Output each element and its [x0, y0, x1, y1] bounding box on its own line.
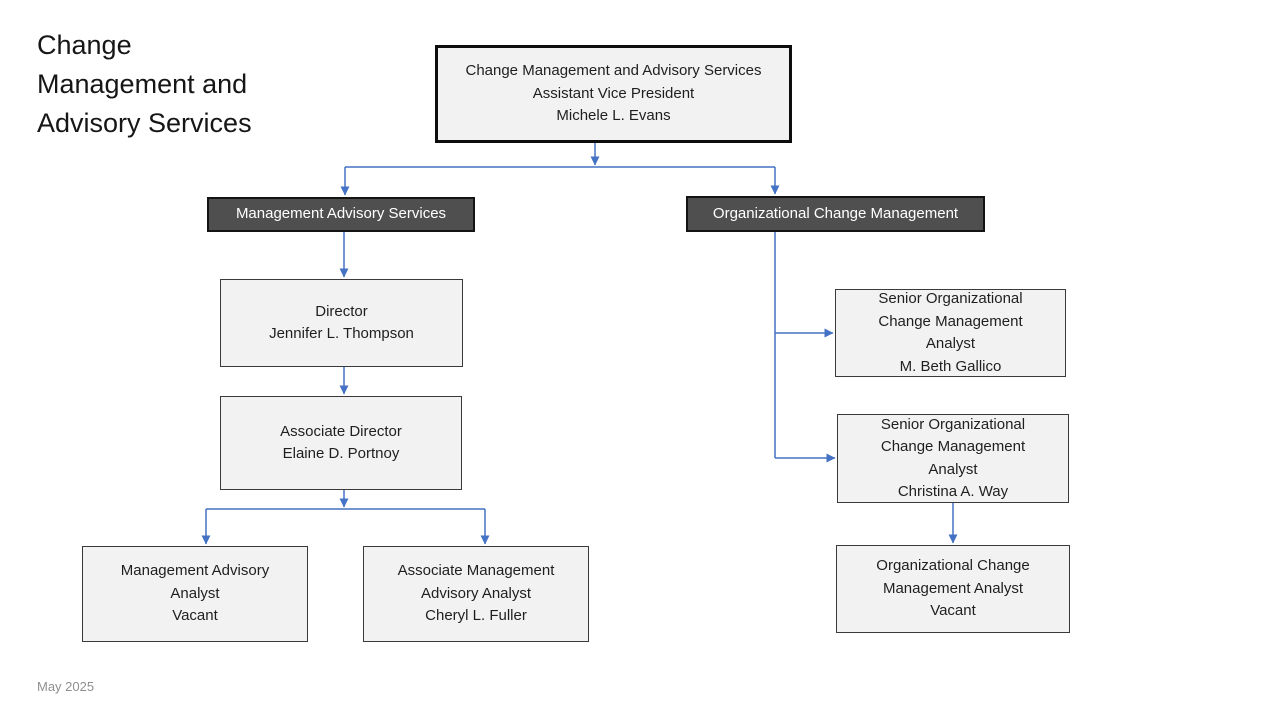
node-line: Vacant	[930, 602, 976, 620]
node-line: Michele L. Evans	[556, 107, 671, 125]
org-node-associate-management-advisory-analyst: Associate Management Advisory Analyst Ch…	[363, 546, 589, 642]
node-line: Cheryl L. Fuller	[425, 607, 527, 625]
node-line: Analyst	[928, 460, 978, 478]
slide-title: Change Management and Advisory Services	[37, 30, 252, 138]
node-line: Vacant	[172, 607, 218, 625]
node-line: M. Beth Gallico	[899, 357, 1002, 375]
node-line: Associate Management	[397, 562, 555, 580]
org-node-ocm-analyst-vacant: Organizational Change Management Analyst…	[836, 545, 1070, 633]
node-line: Director	[315, 302, 368, 320]
node-line: Management Analyst	[882, 579, 1024, 597]
node-line: Senior Organizational	[878, 290, 1023, 307]
org-node-senior-ocm-analyst-gallico: Senior Organizational Change Management …	[835, 289, 1066, 377]
node-line: Analyst	[925, 335, 976, 352]
org-node-assistant-vice-president: Change Management and Advisory Services …	[435, 45, 792, 143]
node-line: Advisory Analyst	[420, 584, 532, 602]
node-line: Assistant Vice President	[532, 84, 695, 102]
branch-header-label: Organizational Change Management	[712, 204, 959, 222]
org-node-senior-ocm-analyst-way: Senior Organizational Change Management …	[837, 414, 1069, 503]
footer-date: May 2025	[37, 679, 95, 694]
node-line: Organizational Change	[876, 557, 1030, 575]
org-node-management-advisory-analyst: Management Advisory Analyst Vacant	[82, 546, 308, 642]
branch-header-management-advisory-services: Management Advisory Services	[207, 197, 475, 232]
org-node-director: Director Jennifer L. Thompson	[220, 279, 463, 367]
node-line: Senior Organizational	[880, 415, 1026, 433]
node-line: Change Management	[878, 312, 1023, 330]
node-line: Elaine D. Portnoy	[282, 445, 400, 462]
node-line: Change Management	[880, 438, 1026, 455]
node-line: Change Management and Advisory Services	[465, 62, 762, 80]
node-line: Associate Director	[280, 422, 402, 440]
node-line: Analyst	[170, 584, 220, 602]
branch-header-organizational-change-management: Organizational Change Management	[686, 196, 985, 232]
org-node-associate-director: Associate Director Elaine D. Portnoy	[220, 396, 462, 490]
node-line: Christina A. Way	[897, 483, 1009, 500]
branch-header-label: Management Advisory Services	[235, 205, 447, 223]
node-line: Jennifer L. Thompson	[269, 325, 414, 342]
node-line: Management Advisory	[120, 562, 270, 580]
